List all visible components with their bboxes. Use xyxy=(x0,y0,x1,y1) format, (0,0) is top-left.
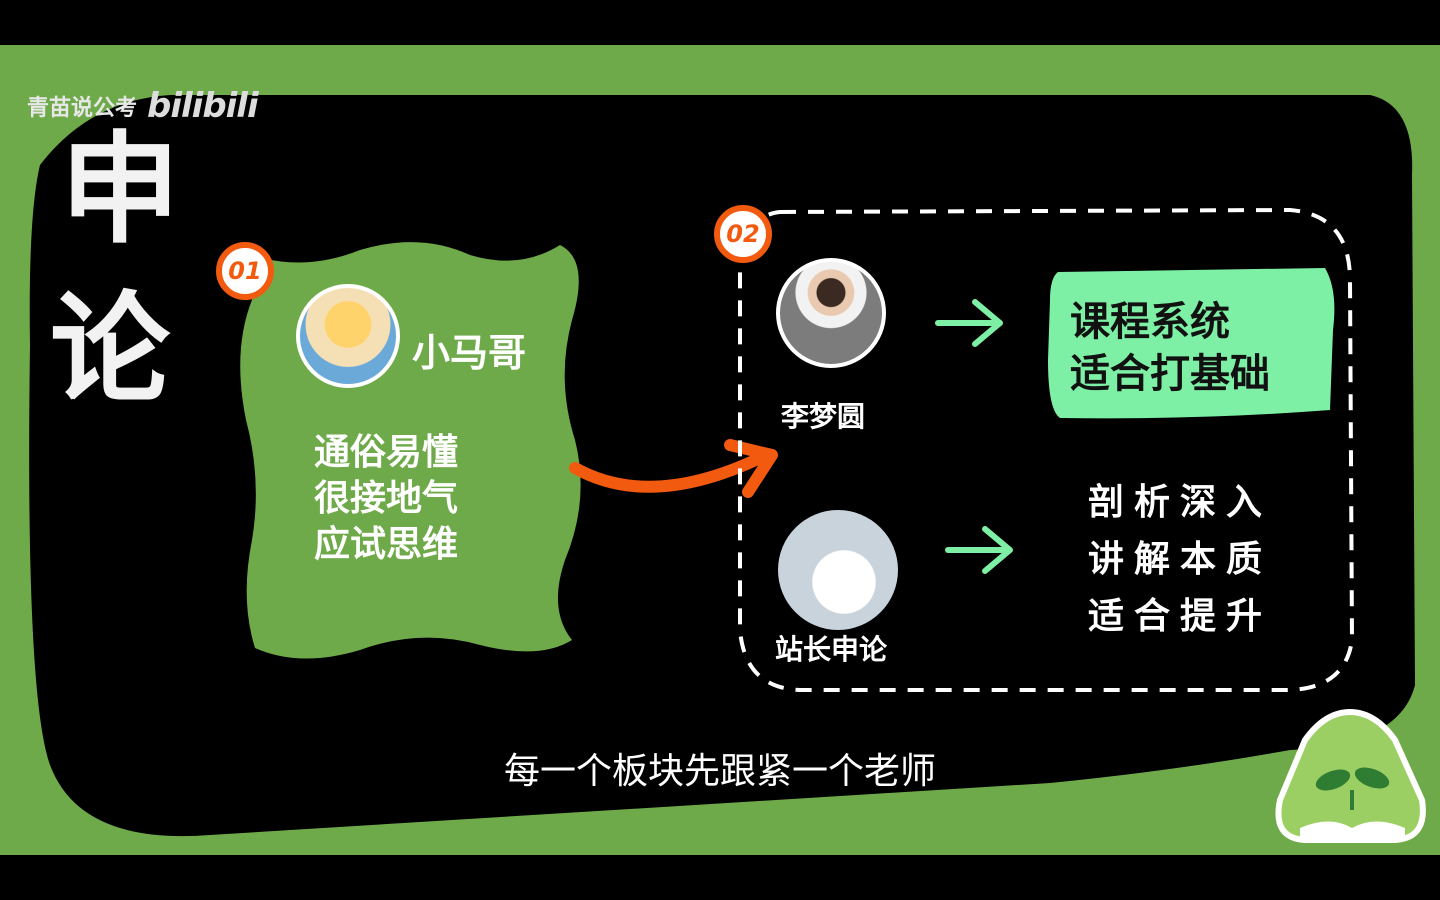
callout-line: 适合打基础 xyxy=(1070,351,1270,397)
feature-line: 应试思维 xyxy=(314,524,459,565)
feature-line: 很接地气 xyxy=(314,478,459,519)
sprout-book-logo-icon xyxy=(1275,708,1426,843)
teacher-name-zhanzhang: 站长申论 xyxy=(775,633,888,666)
arrow-right-icon xyxy=(945,526,1013,574)
title-char-2: 论 xyxy=(50,279,170,420)
letterbox-top xyxy=(0,0,1440,45)
avatar-limengyuan xyxy=(776,258,886,368)
callout-text: 课程系统 适合打基础 xyxy=(1070,296,1270,400)
teacher-name-limengyuan: 李梦圆 xyxy=(781,400,866,433)
channel-name: 青苗说公考 xyxy=(27,96,138,121)
note-line: 讲解本质 xyxy=(1088,538,1273,580)
callout-line: 课程系统 xyxy=(1070,299,1230,345)
feature-line: 通俗易懂 xyxy=(314,432,459,473)
letterbox-bottom xyxy=(0,855,1440,900)
channel-watermark: 青苗说公考 bilibili xyxy=(27,86,259,126)
note-line: 剖析深入 xyxy=(1088,481,1273,523)
card2-notes: 剖析深入 讲解本质 适合提升 xyxy=(1088,474,1272,645)
badge-01: 01 xyxy=(216,242,274,300)
bilibili-logo: bilibili xyxy=(147,86,259,126)
title-char-1: 申 xyxy=(60,119,180,260)
mint-callout xyxy=(1048,268,1335,419)
avatar-zhanzhang-rabbit xyxy=(778,510,898,630)
curved-arrow-icon xyxy=(569,452,766,493)
badge-02: 02 xyxy=(714,205,772,263)
card1-features: 通俗易懂 很接地气 应试思维 xyxy=(314,430,458,568)
video-subtitle: 每一个板块先跟紧一个老师 xyxy=(503,751,936,792)
arrow-right-icon xyxy=(935,299,1003,347)
note-line: 适合提升 xyxy=(1088,595,1273,637)
avatar-xiaomage xyxy=(296,284,400,388)
teacher-name-xiaomage: 小马哥 xyxy=(412,331,527,375)
